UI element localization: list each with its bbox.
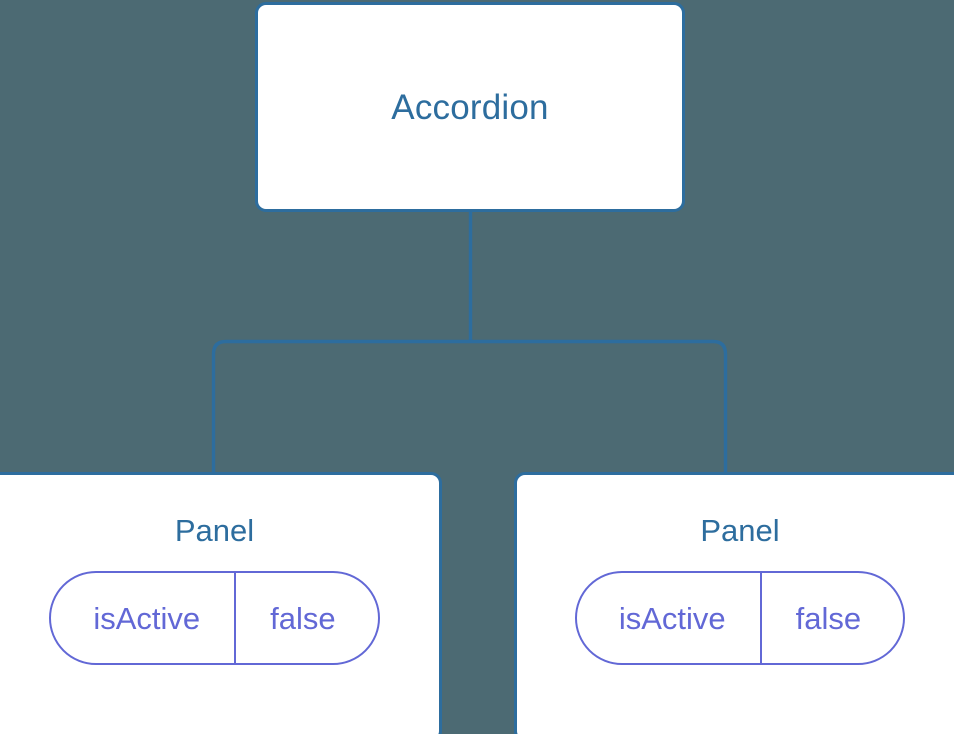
prop-key-isactive-right: isActive <box>618 600 726 636</box>
edge-to-panel-left <box>211 339 471 474</box>
edge-to-panel-right <box>470 339 728 474</box>
node-accordion-label: Accordion <box>391 87 549 127</box>
node-panel-right-label: Panel <box>700 513 780 548</box>
prop-value-isactive-left: false <box>234 573 377 663</box>
node-panel-left[interactable]: Panel isActive false <box>0 472 442 734</box>
prop-value-isactive-right: false <box>759 573 903 663</box>
prop-pill-isactive-right[interactable]: isActive false <box>574 571 906 665</box>
node-panel-left-label: Panel <box>174 513 255 548</box>
prop-pill-isactive-left[interactable]: isActive false <box>49 571 380 665</box>
node-panel-right[interactable]: Panel isActive false <box>514 472 954 734</box>
node-accordion[interactable]: Accordion <box>255 2 685 212</box>
prop-key-isactive-left: isActive <box>93 600 201 636</box>
